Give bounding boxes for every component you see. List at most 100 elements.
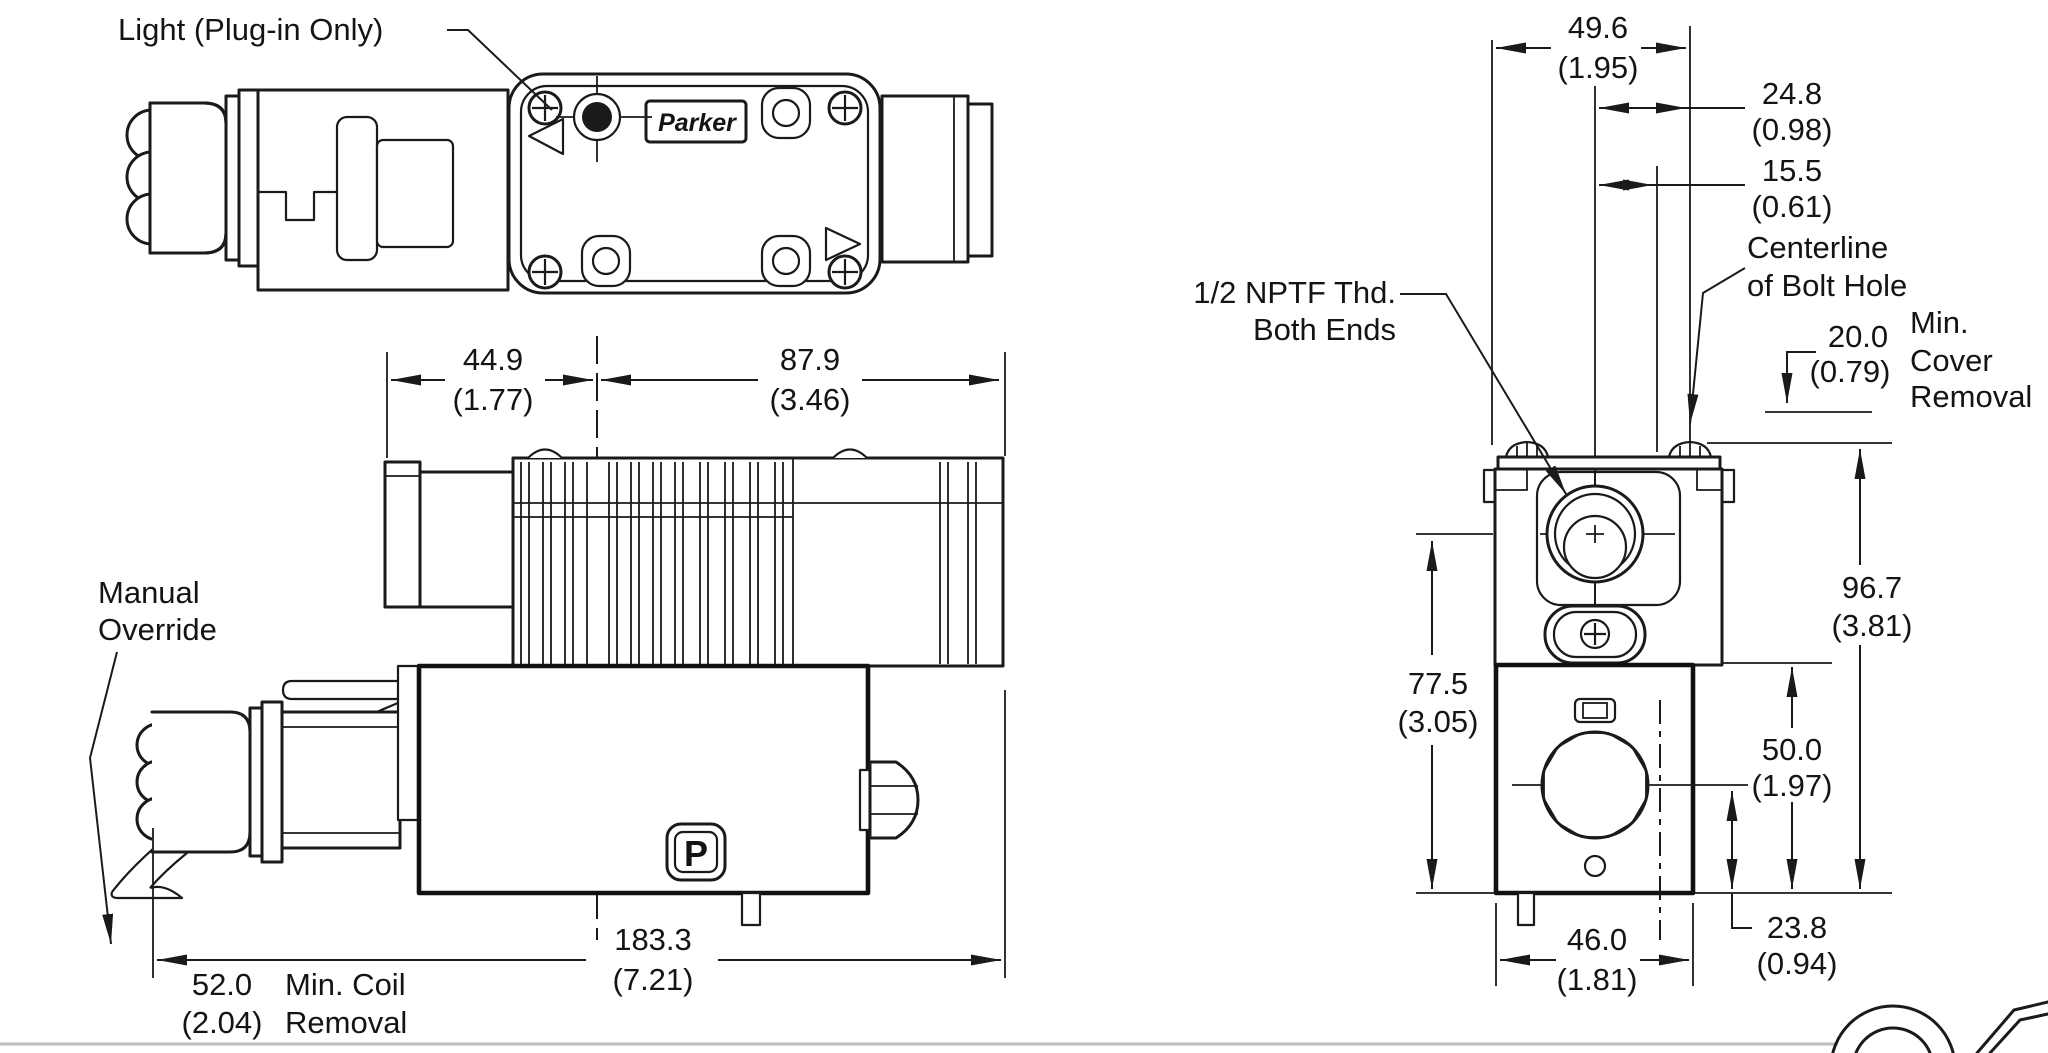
dim-87-9: 87.9 (3.46) <box>601 342 1006 456</box>
bolt-centerline-label-1: Centerline <box>1747 230 1888 265</box>
light-callout-leader <box>447 29 553 111</box>
dim-44-9: 44.9 (1.77) <box>386 342 593 458</box>
bolt-centerline-leader <box>1687 267 1746 425</box>
dim-77-5-mm: 77.5 <box>1408 666 1468 701</box>
dim-24-8-mm: 24.8 <box>1762 76 1822 111</box>
end-view: 49.6 (1.95) 24.8 (0.98) 15.5 (0.61) Cent… <box>1193 10 2032 997</box>
side-view: P 44.9 (1.77) 87.9 (3.46) <box>88 336 1006 1040</box>
nptf-port <box>1540 468 1675 604</box>
port-block-top <box>880 94 994 264</box>
min-coil-label-2: Removal <box>285 1005 407 1040</box>
dim-96-7-mm: 96.7 <box>1842 570 1902 605</box>
dim-52-0-in: (2.04) <box>182 1005 263 1040</box>
screw-icon <box>827 90 863 126</box>
bolt-hole-icon <box>591 246 621 276</box>
dim-23-8-mm: 23.8 <box>1767 910 1827 945</box>
dim-44-9-in: (1.77) <box>453 382 534 417</box>
dim-23-8: 23.8 (0.94) <box>1726 791 1838 981</box>
gland-washer <box>248 706 264 858</box>
dim-96-7: 96.7 (3.81) <box>1832 449 1912 889</box>
locating-pin <box>740 891 762 927</box>
screw-icon <box>527 90 563 126</box>
dim-49-6-in: (1.95) <box>1558 50 1639 85</box>
manual-override-label-1: Manual <box>98 575 200 610</box>
dim-46-0-mm: 46.0 <box>1567 922 1627 957</box>
dim-20-0-in: (0.79) <box>1810 354 1891 389</box>
dim-15-5-in: (0.61) <box>1752 189 1833 224</box>
nameplate <box>1573 697 1617 724</box>
min-cover-label-1: Min. <box>1910 305 1969 340</box>
bolt-centerline-callout: Centerline of Bolt Hole <box>1687 230 1907 425</box>
dim-20-0-leader <box>1781 351 1816 403</box>
dim-52-0-mm: 52.0 <box>192 967 252 1002</box>
valve-upper-body <box>511 448 1005 668</box>
valve-lower-body <box>416 663 871 896</box>
body-step <box>396 664 421 822</box>
page-footer <box>0 1000 2048 1053</box>
coil-nut <box>1512 730 1748 840</box>
bolt-hole-icon <box>771 98 801 128</box>
dim-24-8-in: (0.98) <box>1752 112 1833 147</box>
dim-183-3-in: (7.21) <box>613 962 694 997</box>
min-coil-label-1: Min. Coil <box>285 967 406 1002</box>
connector-body-top <box>256 88 510 292</box>
min-cover-label-2: Cover <box>1910 343 1993 378</box>
dim-87-9-mm: 87.9 <box>780 342 840 377</box>
gland-washer <box>260 700 284 864</box>
light-callout-label: Light (Plug-in Only) <box>118 12 383 47</box>
dim-50-0-mm: 50.0 <box>1762 732 1822 767</box>
dim-23-8-in: (0.94) <box>1757 946 1838 981</box>
dim-183-3: 183.3 (7.21) <box>152 690 1006 997</box>
screw-icon <box>527 254 563 290</box>
dim-49-6-mm: 49.6 <box>1568 10 1628 45</box>
bolt-centerline-label-2: of Bolt Hole <box>1747 268 1907 303</box>
valve-cover-top: Parker <box>507 72 882 295</box>
dim-20-0-mm: 20.0 <box>1828 319 1888 354</box>
nptf-label-1: 1/2 NPTF Thd. <box>1193 275 1396 310</box>
screw-dome <box>527 448 563 459</box>
dim-15-5: 15.5 (0.61) <box>1599 153 1832 224</box>
partial-figure-circle <box>1854 1026 1932 1053</box>
dim-15-5-mm: 15.5 <box>1762 153 1822 188</box>
locating-pin <box>1516 891 1536 927</box>
brand-logo: Parker <box>644 99 748 144</box>
dim-87-9-in: (3.46) <box>770 382 851 417</box>
cable-gland-top <box>125 101 228 255</box>
bolt-hole-icon <box>771 246 801 276</box>
port-p-text: P <box>684 833 708 874</box>
min-cover-label-3: Removal <box>1910 379 2032 414</box>
dim-49-6: 49.6 (1.95) <box>1496 10 1686 85</box>
cover-screw <box>1543 604 1647 665</box>
solenoid-coil <box>280 710 402 850</box>
partial-figure-circle <box>1831 1004 1955 1053</box>
manual-override-callout: Manual Override <box>88 575 217 945</box>
flow-arrow-icon <box>527 117 565 156</box>
manual-override-gland <box>135 710 252 854</box>
dim-77-5-in: (3.05) <box>1398 704 1479 739</box>
nptf-callout: 1/2 NPTF Thd. Both Ends <box>1193 275 1567 495</box>
brand-logo-text: Parker <box>658 109 737 137</box>
dim-46-0-in: (1.81) <box>1557 962 1638 997</box>
partial-figure-horn <box>1975 1000 2048 1053</box>
dim-183-3-mm: 183.3 <box>614 922 692 957</box>
partial-figure-horn <box>1988 1012 2048 1053</box>
port-p-marking: P <box>665 822 727 882</box>
cooling-fins <box>520 458 977 664</box>
dim-50-0: 50.0 (1.97) <box>1752 667 1832 889</box>
solenoid-end-cap <box>383 460 422 609</box>
manual-override-label-2: Override <box>98 612 217 647</box>
drain-hole-icon <box>1583 854 1607 878</box>
dim-24-8: 24.8 (0.98) <box>1599 76 1832 147</box>
manual-override-leader <box>88 651 118 945</box>
nptf-label-2: Both Ends <box>1253 312 1396 347</box>
screw-icon <box>827 254 863 290</box>
indicator-light-icon <box>556 76 652 162</box>
dim-20-0: 20.0 (0.79) Min. Cover Removal <box>1781 305 2032 414</box>
dim-52-0: 52.0 (2.04) Min. Coil Removal <box>182 967 408 1040</box>
hex-plug-side <box>858 760 920 840</box>
gland-washer <box>224 94 241 262</box>
dim-46-0: 46.0 (1.81) <box>1495 903 1694 997</box>
flow-arrow-icon <box>824 226 862 262</box>
